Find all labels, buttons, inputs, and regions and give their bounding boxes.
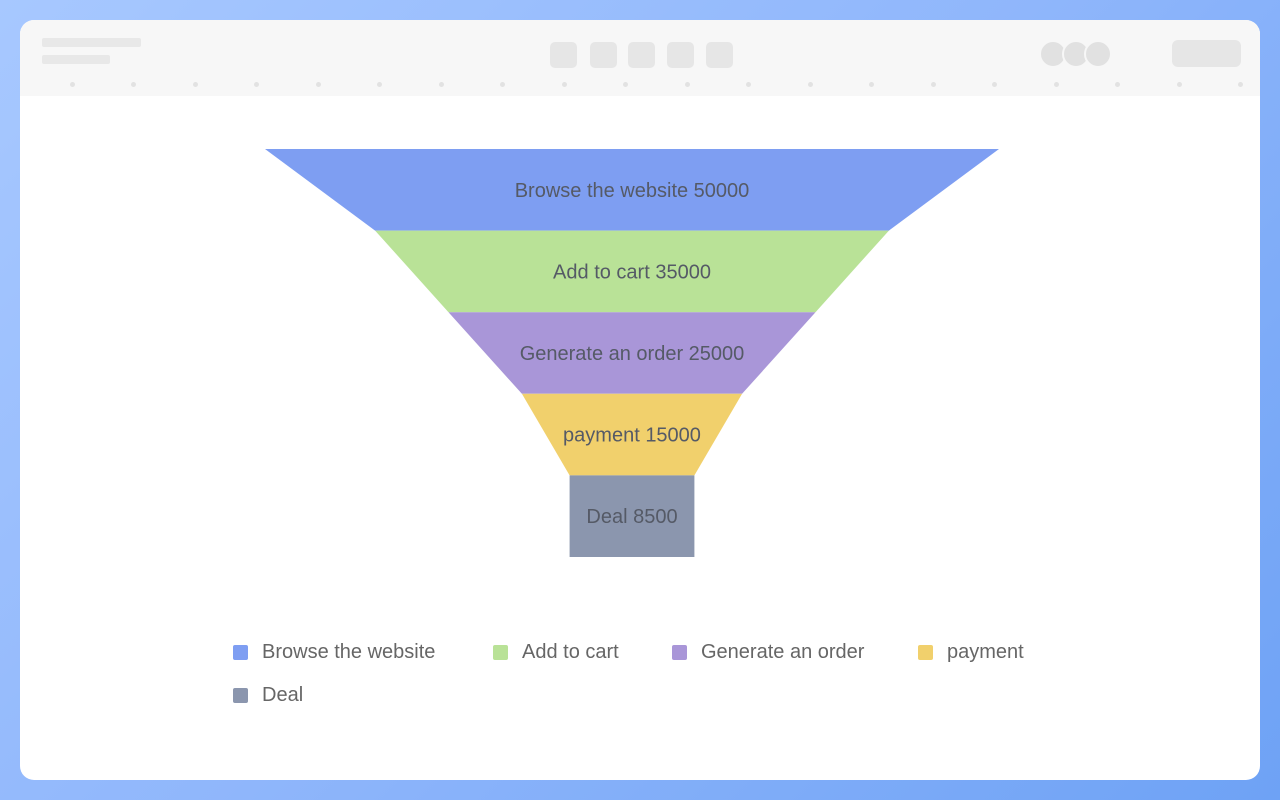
- toolbar-button-3[interactable]: [628, 42, 655, 68]
- ruler-tick: [377, 82, 382, 87]
- funnel-segment-payment[interactable]: [521, 393, 743, 476]
- funnel-segment-generate-an-order[interactable]: [448, 312, 816, 394]
- toolbar-button-5[interactable]: [706, 42, 733, 68]
- funnel-data-label: Browse the website 50000: [515, 180, 750, 202]
- toolbar-button-2[interactable]: [590, 42, 617, 68]
- ruler-tick: [808, 82, 813, 87]
- ruler-tick: [193, 82, 198, 87]
- funnel-data-label: Generate an order 25000: [520, 343, 745, 365]
- ruler-tick: [1238, 82, 1243, 87]
- legend-swatch: [672, 644, 687, 660]
- funnel-data-label: payment 15000: [563, 425, 701, 447]
- ruler-tick: [316, 82, 321, 87]
- legend-label: payment: [947, 640, 1024, 663]
- ruler-tick: [1177, 82, 1182, 87]
- funnel-segment-add-to-cart[interactable]: [375, 230, 889, 313]
- legend-label: Add to cart: [522, 640, 619, 663]
- toolbar-action-button[interactable]: [1172, 40, 1241, 67]
- funnel-data-label: Deal 8500: [586, 506, 677, 528]
- ruler-tick: [131, 82, 136, 87]
- ruler-tick: [992, 82, 997, 87]
- legend-label: Deal: [262, 683, 304, 706]
- ruler-tick: [623, 82, 628, 87]
- legend-swatch: [233, 644, 248, 660]
- ruler-tick: [931, 82, 936, 87]
- legend-label: Browse the website: [262, 640, 436, 663]
- legend-label: Generate an order: [701, 640, 865, 663]
- toolbar: [20, 20, 1260, 96]
- funnel-segment-browse-the-website[interactable]: [265, 149, 999, 231]
- ruler-tick: [869, 82, 874, 87]
- funnel-data-label: Add to cart 35000: [553, 261, 711, 283]
- avatar[interactable]: [1084, 40, 1112, 68]
- ruler-tick: [562, 82, 567, 87]
- legend-swatch: [493, 644, 508, 660]
- legend-item-deal[interactable]: Deal: [233, 683, 303, 707]
- toolbar-title-placeholder: [42, 38, 141, 47]
- ruler-tick: [746, 82, 751, 87]
- legend-item-generate-order[interactable]: Generate an order: [672, 640, 864, 664]
- ruler-tick: [439, 82, 444, 87]
- toolbar-button-1[interactable]: [550, 42, 577, 68]
- toolbar-subtitle-placeholder: [42, 55, 110, 64]
- ruler-tick: [1054, 82, 1059, 87]
- ruler-tick: [254, 82, 259, 87]
- funnel-segment-deal[interactable]: [569, 475, 695, 557]
- legend-item-payment[interactable]: payment: [918, 640, 1024, 664]
- legend-swatch: [918, 644, 933, 660]
- ruler-tick: [500, 82, 505, 87]
- legend-swatch: [233, 687, 248, 703]
- legend-item-add-to-cart[interactable]: Add to cart: [493, 640, 619, 664]
- legend-item-browse[interactable]: Browse the website: [233, 640, 435, 664]
- ruler-tick: [1115, 82, 1120, 87]
- ruler-tick: [685, 82, 690, 87]
- toolbar-button-4[interactable]: [667, 42, 694, 68]
- ruler-tick: [70, 82, 75, 87]
